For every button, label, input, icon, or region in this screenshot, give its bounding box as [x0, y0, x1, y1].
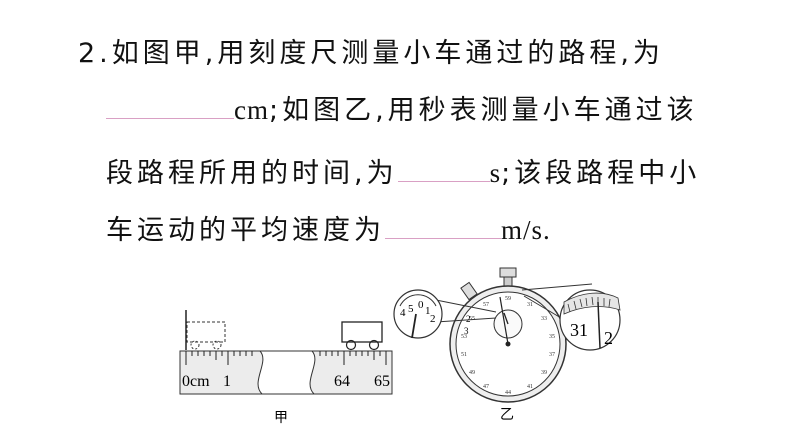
svg-text:31: 31: [527, 302, 533, 308]
ruler-label-64: 64: [334, 373, 350, 390]
svg-text:59: 59: [505, 296, 511, 302]
second-hand: [499, 296, 509, 345]
svg-text:33: 33: [541, 316, 547, 322]
question-line-4: 车运动的平均速度为 m/s.: [106, 212, 551, 249]
ruler-label-0cm: 0cm: [182, 373, 210, 390]
answer-blank-speed[interactable]: [385, 212, 501, 239]
sec-zoom-31: 31: [570, 320, 588, 340]
question-line-1-text: 如图甲,用刻度尺测量小车通过的路程,为: [111, 38, 664, 69]
ruler-label-1: 1: [223, 373, 231, 390]
min-zoom-5: 5: [408, 303, 414, 315]
question-line-3-rest: ;该段路程中小: [501, 158, 701, 189]
min-zoom-0: 0: [418, 299, 424, 311]
minute-zoom-bubble: [393, 289, 443, 339]
min-zoom-1: 1: [425, 305, 431, 317]
caption-jia: 甲: [274, 411, 288, 426]
svg-text:49: 49: [469, 370, 475, 376]
caption-yi: 乙: [500, 407, 514, 422]
question-line-2: cm;如图乙,用秒表测量小车通过该: [106, 92, 698, 129]
dial-label-3: 3: [464, 326, 469, 336]
svg-text:51: 51: [461, 352, 467, 358]
min-zoom-2: 2: [430, 313, 436, 325]
question-line-3-text: 段路程所用的时间,为: [106, 158, 398, 189]
question-line-4-text: 车运动的平均速度为: [106, 215, 385, 246]
stopwatch-figure: 59 31 33 35 37 39 41 44 47 49 51 53 55 5…: [393, 267, 621, 422]
car-start: [186, 321, 226, 343]
svg-text:35: 35: [549, 334, 555, 340]
question-line-2-text: ;如图乙,用秒表测量小车通过该: [269, 95, 698, 126]
answer-blank-distance[interactable]: [106, 92, 234, 119]
ruler-figure: 0cm 1 64 65 甲: [179, 310, 393, 426]
min-zoom-4: 4: [400, 307, 406, 319]
question-line-1: 2.如图甲,用刻度尺测量小车通过的路程,为: [78, 36, 664, 72]
svg-text:47: 47: [483, 384, 489, 390]
ruler-label-65: 65: [374, 373, 390, 390]
question-number: 2.: [78, 38, 112, 69]
answer-blank-time[interactable]: [397, 155, 490, 182]
svg-text:37: 37: [549, 352, 555, 358]
svg-text:57: 57: [483, 302, 489, 308]
svg-text:39: 39: [541, 370, 547, 376]
unit-ms: m/s.: [501, 215, 551, 245]
question-line-3: 段路程所用的时间,为 s;该段路程中小: [106, 155, 700, 192]
sec-zoom-2: 2: [604, 328, 613, 348]
svg-text:44: 44: [505, 390, 511, 396]
unit-s: s: [489, 158, 502, 188]
svg-text:55: 55: [469, 316, 475, 322]
dial-label-2: 2: [466, 314, 471, 324]
svg-text:41: 41: [527, 384, 533, 390]
unit-cm: cm: [234, 95, 269, 125]
car-end: [341, 321, 383, 343]
svg-text:53: 53: [461, 334, 467, 340]
